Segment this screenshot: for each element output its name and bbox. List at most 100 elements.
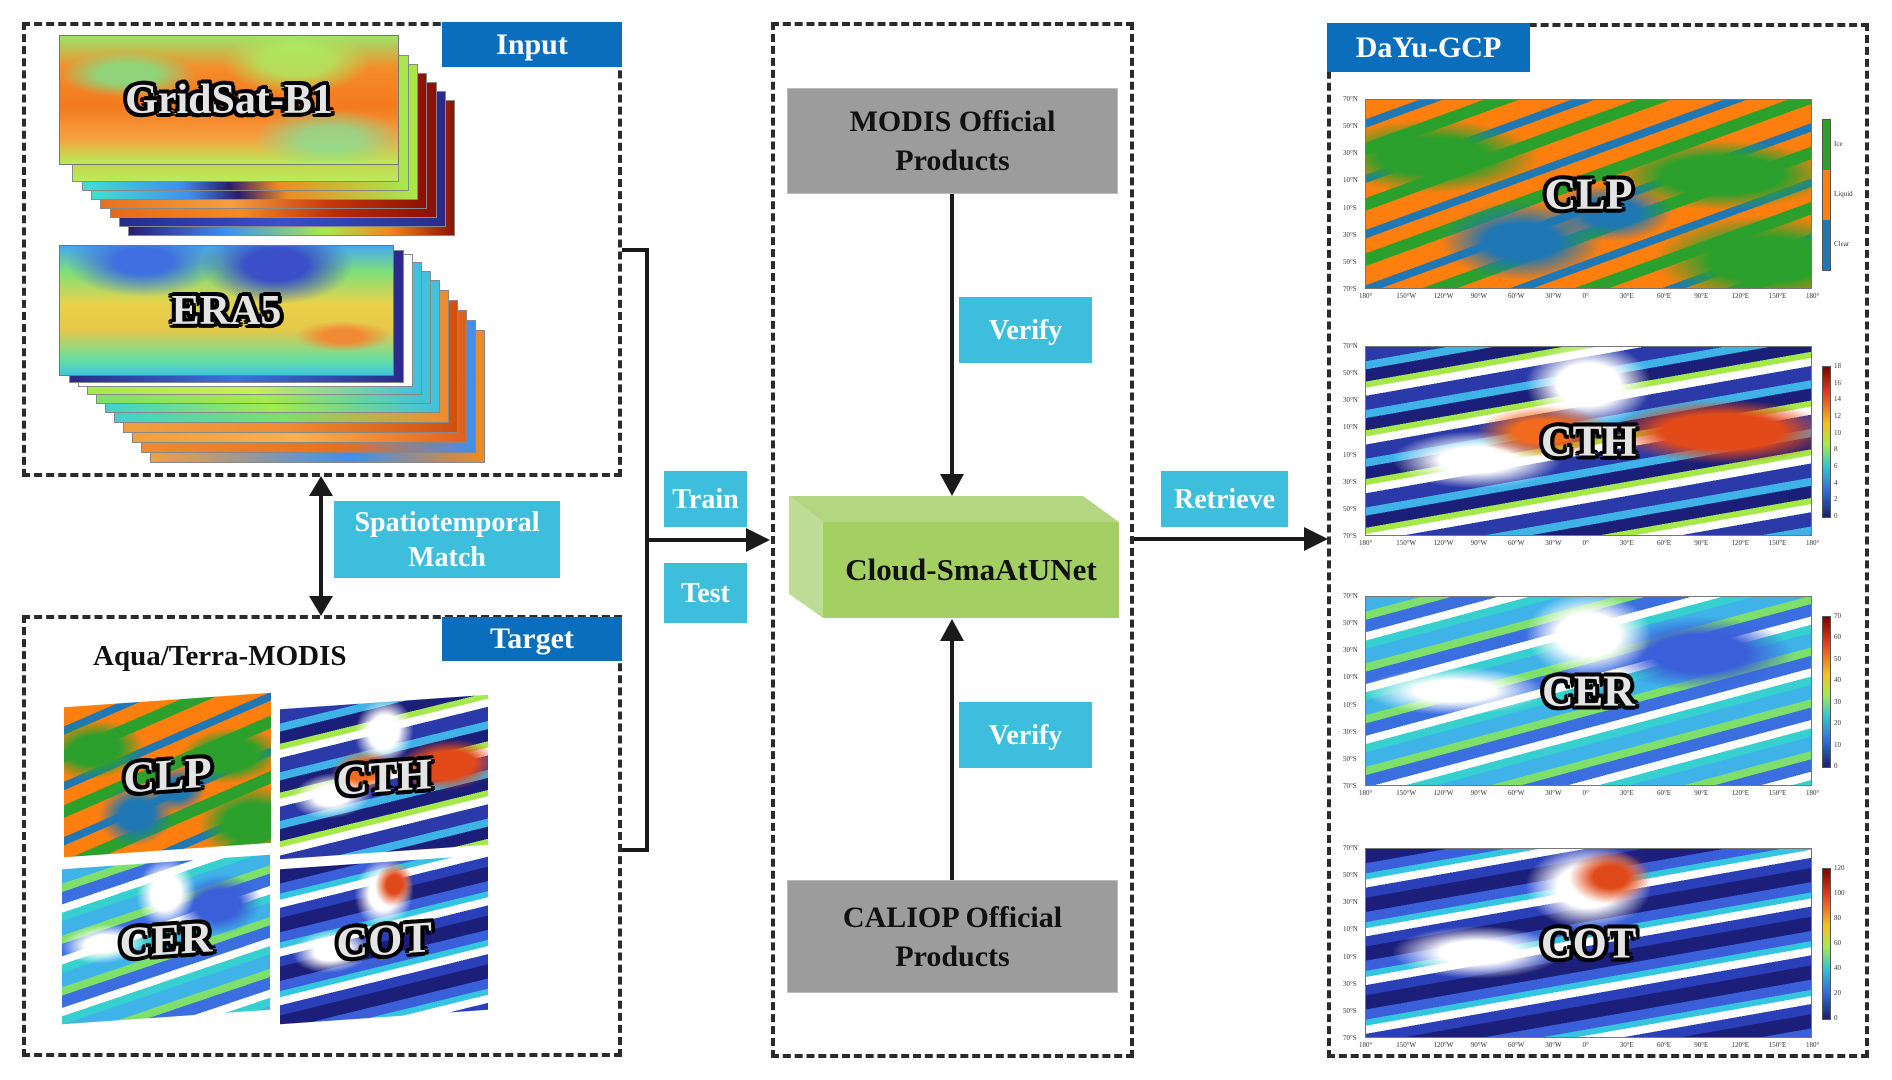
lon-tick-label: 150°W	[1396, 1041, 1417, 1049]
lat-tick-label: 50°N	[1343, 619, 1358, 628]
colorbar-tick-label: 10	[1834, 740, 1841, 749]
dayu-gcp-label: DaYu-GCP	[1327, 23, 1530, 72]
lon-tick-label: 90°E	[1694, 789, 1709, 797]
lon-tick-label: 0°	[1582, 789, 1589, 797]
colorbar-tick-label: 30	[1834, 697, 1841, 706]
colorbar-tick-label: 0	[1834, 1014, 1838, 1022]
lon-tick-label: 150°E	[1768, 789, 1787, 797]
retrieve-label: Retrieve	[1161, 471, 1288, 527]
output-map-title: CLP	[1544, 169, 1633, 219]
lon-tick-label: 120°W	[1433, 1041, 1454, 1049]
colorbar-tick-label: 60	[1834, 939, 1841, 947]
lat-tick-label: 30°S	[1343, 979, 1357, 988]
lat-tick-label: 50°S	[1343, 257, 1357, 266]
lon-tick-label: 150°E	[1768, 1041, 1787, 1049]
lon-tick-label: 180°	[1359, 539, 1373, 547]
lat-tick-label: 50°S	[1343, 754, 1357, 763]
output-map-clp-image: CLP	[1365, 99, 1812, 289]
target-cot-title: COT	[336, 911, 432, 968]
lon-tick-label: 30°E	[1619, 292, 1634, 300]
colorbar-tick-label: 18	[1834, 362, 1841, 370]
output-map-title: COT	[1540, 918, 1637, 968]
match-arrow-down-icon	[309, 596, 333, 616]
match-label-line-1: Spatiotemporal	[354, 506, 540, 538]
colorbar-tick-label: 40	[1834, 964, 1841, 972]
lat-tick-label: 50°N	[1343, 122, 1358, 131]
lon-tick-label: 180°	[1806, 1041, 1820, 1049]
lat-tick-label: 30°N	[1343, 898, 1358, 907]
lat-tick-label: 30°S	[1343, 727, 1357, 736]
lat-tick-label: 10°S	[1343, 952, 1357, 961]
lon-tick-label: 0°	[1582, 1041, 1589, 1049]
lat-tick-label: 10°S	[1343, 700, 1357, 709]
verify-top-label: Verify	[959, 297, 1092, 363]
caliop-to-model-line	[950, 640, 954, 880]
era5-title: ERA5	[171, 287, 282, 334]
retrieve-arrow-head-icon	[1304, 527, 1328, 551]
output-map-title: CTH	[1540, 416, 1637, 466]
colorbar-tick-label: 10	[1834, 428, 1841, 437]
lat-tick-label: 50°S	[1343, 1006, 1357, 1015]
lon-tick-label: 150°E	[1768, 539, 1787, 547]
bracket-bottom	[622, 848, 649, 852]
lon-tick-label: 30°E	[1619, 1041, 1634, 1049]
match-arrow-line	[319, 490, 323, 602]
modis-to-model-line	[950, 194, 954, 476]
caliop-products-line-2: Products	[895, 939, 1010, 973]
target-cth-swath: CTH	[280, 694, 488, 860]
target-source-title: Aqua/Terra-MODIS	[93, 640, 347, 672]
lon-tick-label: 90°W	[1470, 789, 1488, 797]
lon-tick-label: 30°W	[1545, 789, 1562, 797]
output-panel	[1327, 23, 1869, 1058]
colorbar-tick-label: Liquid	[1834, 190, 1853, 198]
train-test-arrow-line	[647, 538, 747, 542]
colorbar-tick-label: 50	[1834, 654, 1841, 663]
model-block	[789, 496, 1119, 618]
lon-tick-label: 180°	[1806, 539, 1820, 547]
bracket-top	[622, 248, 649, 252]
caliop-products-line-1: CALIOP Official	[842, 900, 1063, 934]
colorbar-tick-label: 16	[1834, 378, 1841, 387]
match-label-line-2: Match	[408, 541, 486, 573]
lat-tick-label: 30°N	[1343, 396, 1358, 405]
lon-tick-label: 30°E	[1619, 539, 1634, 547]
lon-tick-label: 60°W	[1508, 789, 1525, 797]
lon-tick-label: 90°W	[1470, 539, 1488, 547]
lon-tick-label: 30°W	[1545, 539, 1562, 547]
lat-tick-label: 70°N	[1343, 592, 1358, 600]
gridsat-b1-map: GridSat-B1	[59, 35, 399, 165]
modis-products-line-2: Products	[895, 144, 1010, 177]
lat-tick-label: 10°N	[1343, 423, 1358, 432]
target-clp-title: CLP	[123, 747, 212, 803]
lon-tick-label: 120°E	[1731, 292, 1750, 300]
lat-tick-label: 50°N	[1343, 871, 1358, 880]
colorbar-tick-label: 60	[1834, 633, 1841, 642]
lon-tick-label: 60°W	[1508, 539, 1525, 547]
lat-tick-label: 70°S	[1343, 285, 1357, 293]
lon-tick-label: 180°	[1359, 789, 1373, 797]
output-map-cth-image: CTH	[1365, 346, 1812, 536]
train-label: Train	[664, 471, 747, 527]
lon-tick-label: 150°W	[1396, 292, 1417, 300]
lat-tick-label: 50°N	[1343, 369, 1358, 378]
caliop-official-products-box: CALIOP Official Products	[787, 880, 1118, 993]
lat-tick-label: 70°S	[1343, 1034, 1357, 1042]
output-map-title: CER	[1542, 666, 1635, 716]
verify-bottom-label: Verify	[959, 702, 1092, 768]
lon-tick-label: 180°	[1359, 292, 1373, 300]
lon-tick-label: 180°	[1806, 789, 1820, 797]
lon-tick-label: 120°E	[1731, 1041, 1750, 1049]
lat-tick-label: 70°N	[1343, 95, 1358, 103]
lon-tick-label: 60°W	[1508, 1041, 1525, 1049]
lat-tick-label: 70°N	[1343, 844, 1358, 852]
target-panel	[22, 615, 622, 1057]
lon-tick-label: 90°E	[1694, 1041, 1709, 1049]
lon-tick-label: 60°E	[1657, 539, 1672, 547]
caliop-arrow-head-icon	[940, 619, 964, 641]
colorbar-tick-label: 40	[1834, 676, 1841, 685]
lat-tick-label: 10°N	[1343, 673, 1358, 682]
